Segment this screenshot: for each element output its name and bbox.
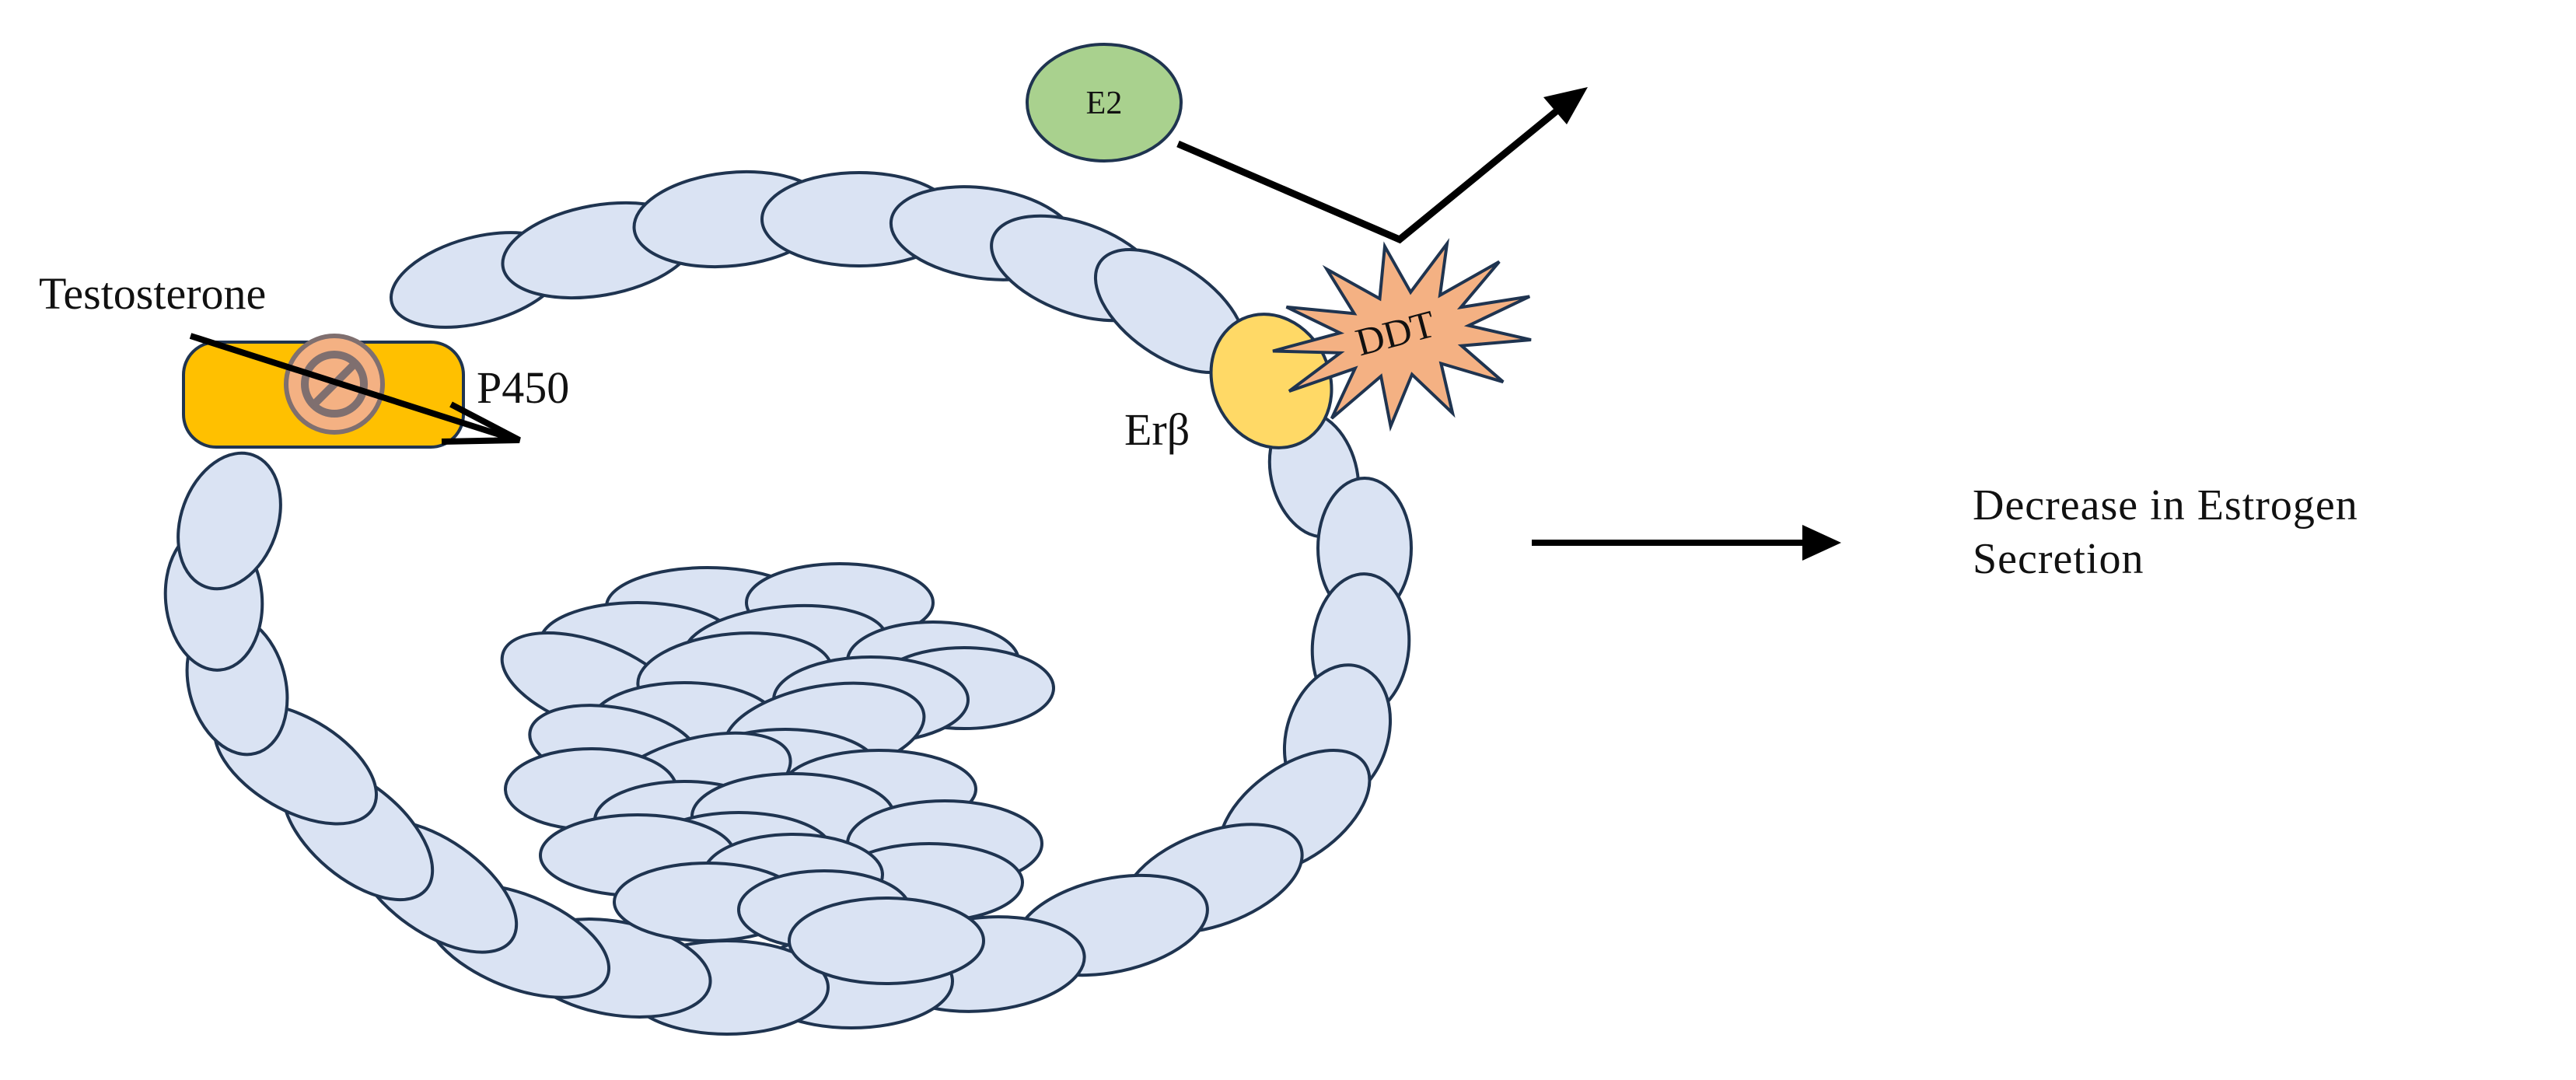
ddt-starburst-icon (1272, 238, 1532, 432)
e2-release-arrow (1176, 96, 1573, 244)
testosterone-label: Testosterone (39, 268, 266, 319)
e2-molecule (1026, 43, 1183, 163)
granulosa-cell (788, 897, 985, 985)
e2-arrowhead (1543, 87, 1588, 124)
p450-enzyme (182, 333, 521, 449)
outcome-text-line1: Decrease in Estrogen (1973, 481, 2358, 530)
er-beta-label: Erβ (1124, 404, 1190, 455)
outcome-text-line2: Secretion (1973, 535, 2144, 583)
e2-label: E2 (1086, 86, 1123, 121)
outcome-arrowhead (1802, 525, 1841, 561)
testosterone-conversion-arrow (189, 333, 511, 441)
granulosa-cell (177, 451, 282, 591)
p450-label: P450 (477, 362, 569, 413)
testosterone-arrowhead (441, 401, 521, 445)
cumulus-cell-cluster (500, 562, 1055, 985)
